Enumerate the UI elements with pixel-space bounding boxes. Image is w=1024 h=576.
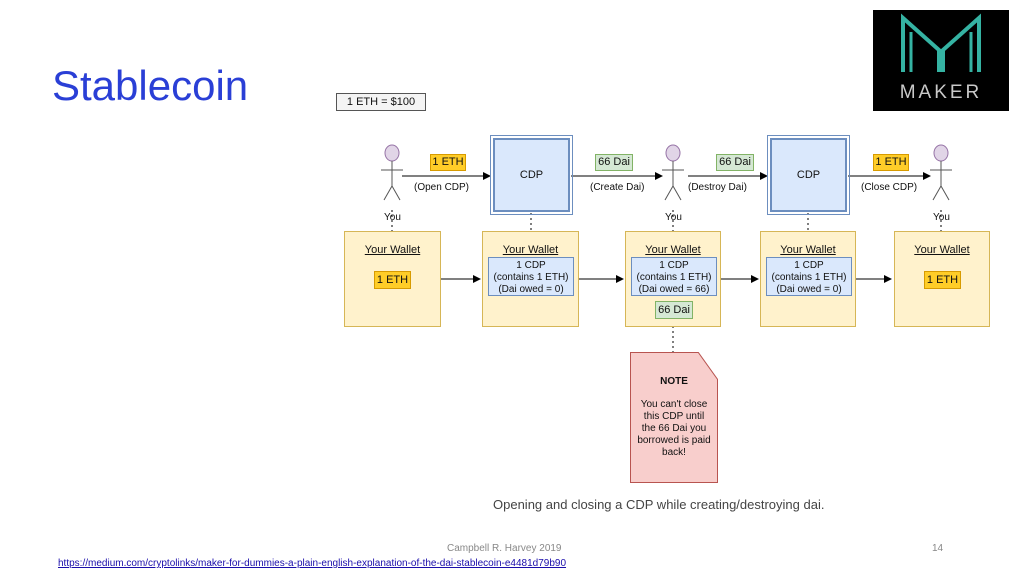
- cdp-info-line: 1 CDP: [794, 260, 824, 271]
- wallet-eth-tag: 1 ETH: [374, 271, 411, 289]
- you-label-3: You: [933, 212, 950, 223]
- dai-tag-destroy: 66 Dai: [716, 154, 754, 171]
- you-label-1: You: [384, 212, 401, 223]
- wallet-3: Your Wallet 1 CDP (contains 1 ETH) (Dai …: [625, 231, 721, 327]
- diagram-caption: Opening and closing a CDP while creating…: [493, 497, 825, 512]
- wallet-title: Your Wallet: [364, 244, 421, 256]
- wallet-cdp-info: 1 CDP (contains 1 ETH) (Dai owed = 0): [488, 257, 574, 296]
- person-icon-3: [930, 144, 952, 201]
- wallet-title: Your Wallet: [914, 244, 970, 256]
- note-heading: NOTE: [660, 376, 688, 387]
- edge-label-close-cdp: (Close CDP): [861, 182, 918, 193]
- wallet-1: Your Wallet 1 ETH: [344, 231, 441, 327]
- wallet-4: Your Wallet 1 CDP (contains 1 ETH) (Dai …: [760, 231, 856, 327]
- eth-price-label: 1 ETH = $100: [336, 93, 426, 111]
- wallet-dai-tag: 66 Dai: [655, 301, 693, 319]
- edge-label-destroy-dai: (Destroy Dai): [688, 182, 747, 193]
- wallet-5: Your Wallet 1 ETH: [894, 231, 990, 327]
- page-number: 14: [932, 543, 944, 554]
- eth-tag-open: 1 ETH: [430, 154, 466, 171]
- cdp-info-line: (Dai owed = 0): [776, 284, 842, 295]
- cdp-info-line: (contains 1 ETH): [771, 272, 847, 283]
- edge-label-open-cdp: (Open CDP): [414, 182, 470, 193]
- wallet-cdp-info: 1 CDP (contains 1 ETH) (Dai owed = 66): [631, 257, 717, 296]
- wallet-title: Your Wallet: [502, 244, 559, 256]
- wallet-cdp-info: 1 CDP (contains 1 ETH) (Dai owed = 0): [766, 257, 852, 296]
- cdp-info-line: (Dai owed = 0): [498, 284, 564, 295]
- footer-author: Campbell R. Harvey 2019: [447, 543, 562, 554]
- slide-title: Stablecoin: [52, 62, 249, 109]
- wallet-title: Your Wallet: [645, 244, 701, 256]
- cdp-box-close: CDP: [767, 135, 850, 215]
- note-box: NOTE You can't close this CDP until the …: [630, 352, 718, 483]
- wallet-title: Your Wallet: [780, 244, 836, 256]
- note-text: You can't close this CDP until the 66 Da…: [637, 399, 711, 458]
- cdp-info-line: 1 CDP: [659, 260, 689, 271]
- cdp-info-line: (contains 1 ETH): [493, 272, 569, 283]
- cdp-info-line: 1 CDP: [516, 260, 546, 271]
- cdp-info-line: (contains 1 ETH): [636, 272, 712, 283]
- dai-tag-create: 66 Dai: [595, 154, 633, 171]
- cdp-info-line: (Dai owed = 66): [638, 284, 710, 295]
- maker-m-icon: [901, 13, 981, 72]
- cdp-box-open: CDP: [490, 135, 573, 215]
- you-label-2: You: [665, 212, 682, 223]
- person-icon-2: [662, 144, 684, 201]
- maker-logo: MAKER: [873, 10, 1009, 111]
- wallet-eth-tag: 1 ETH: [924, 271, 961, 289]
- source-link[interactable]: https://medium.com/cryptolinks/maker-for…: [58, 558, 567, 569]
- maker-logo-text: MAKER: [899, 82, 983, 103]
- person-icon-1: [381, 144, 403, 201]
- edge-label-create-dai: (Create Dai): [590, 182, 645, 193]
- eth-tag-close: 1 ETH: [873, 154, 909, 171]
- wallet-2: Your Wallet 1 CDP (contains 1 ETH) (Dai …: [482, 231, 579, 327]
- note-fold-icon: [698, 352, 718, 380]
